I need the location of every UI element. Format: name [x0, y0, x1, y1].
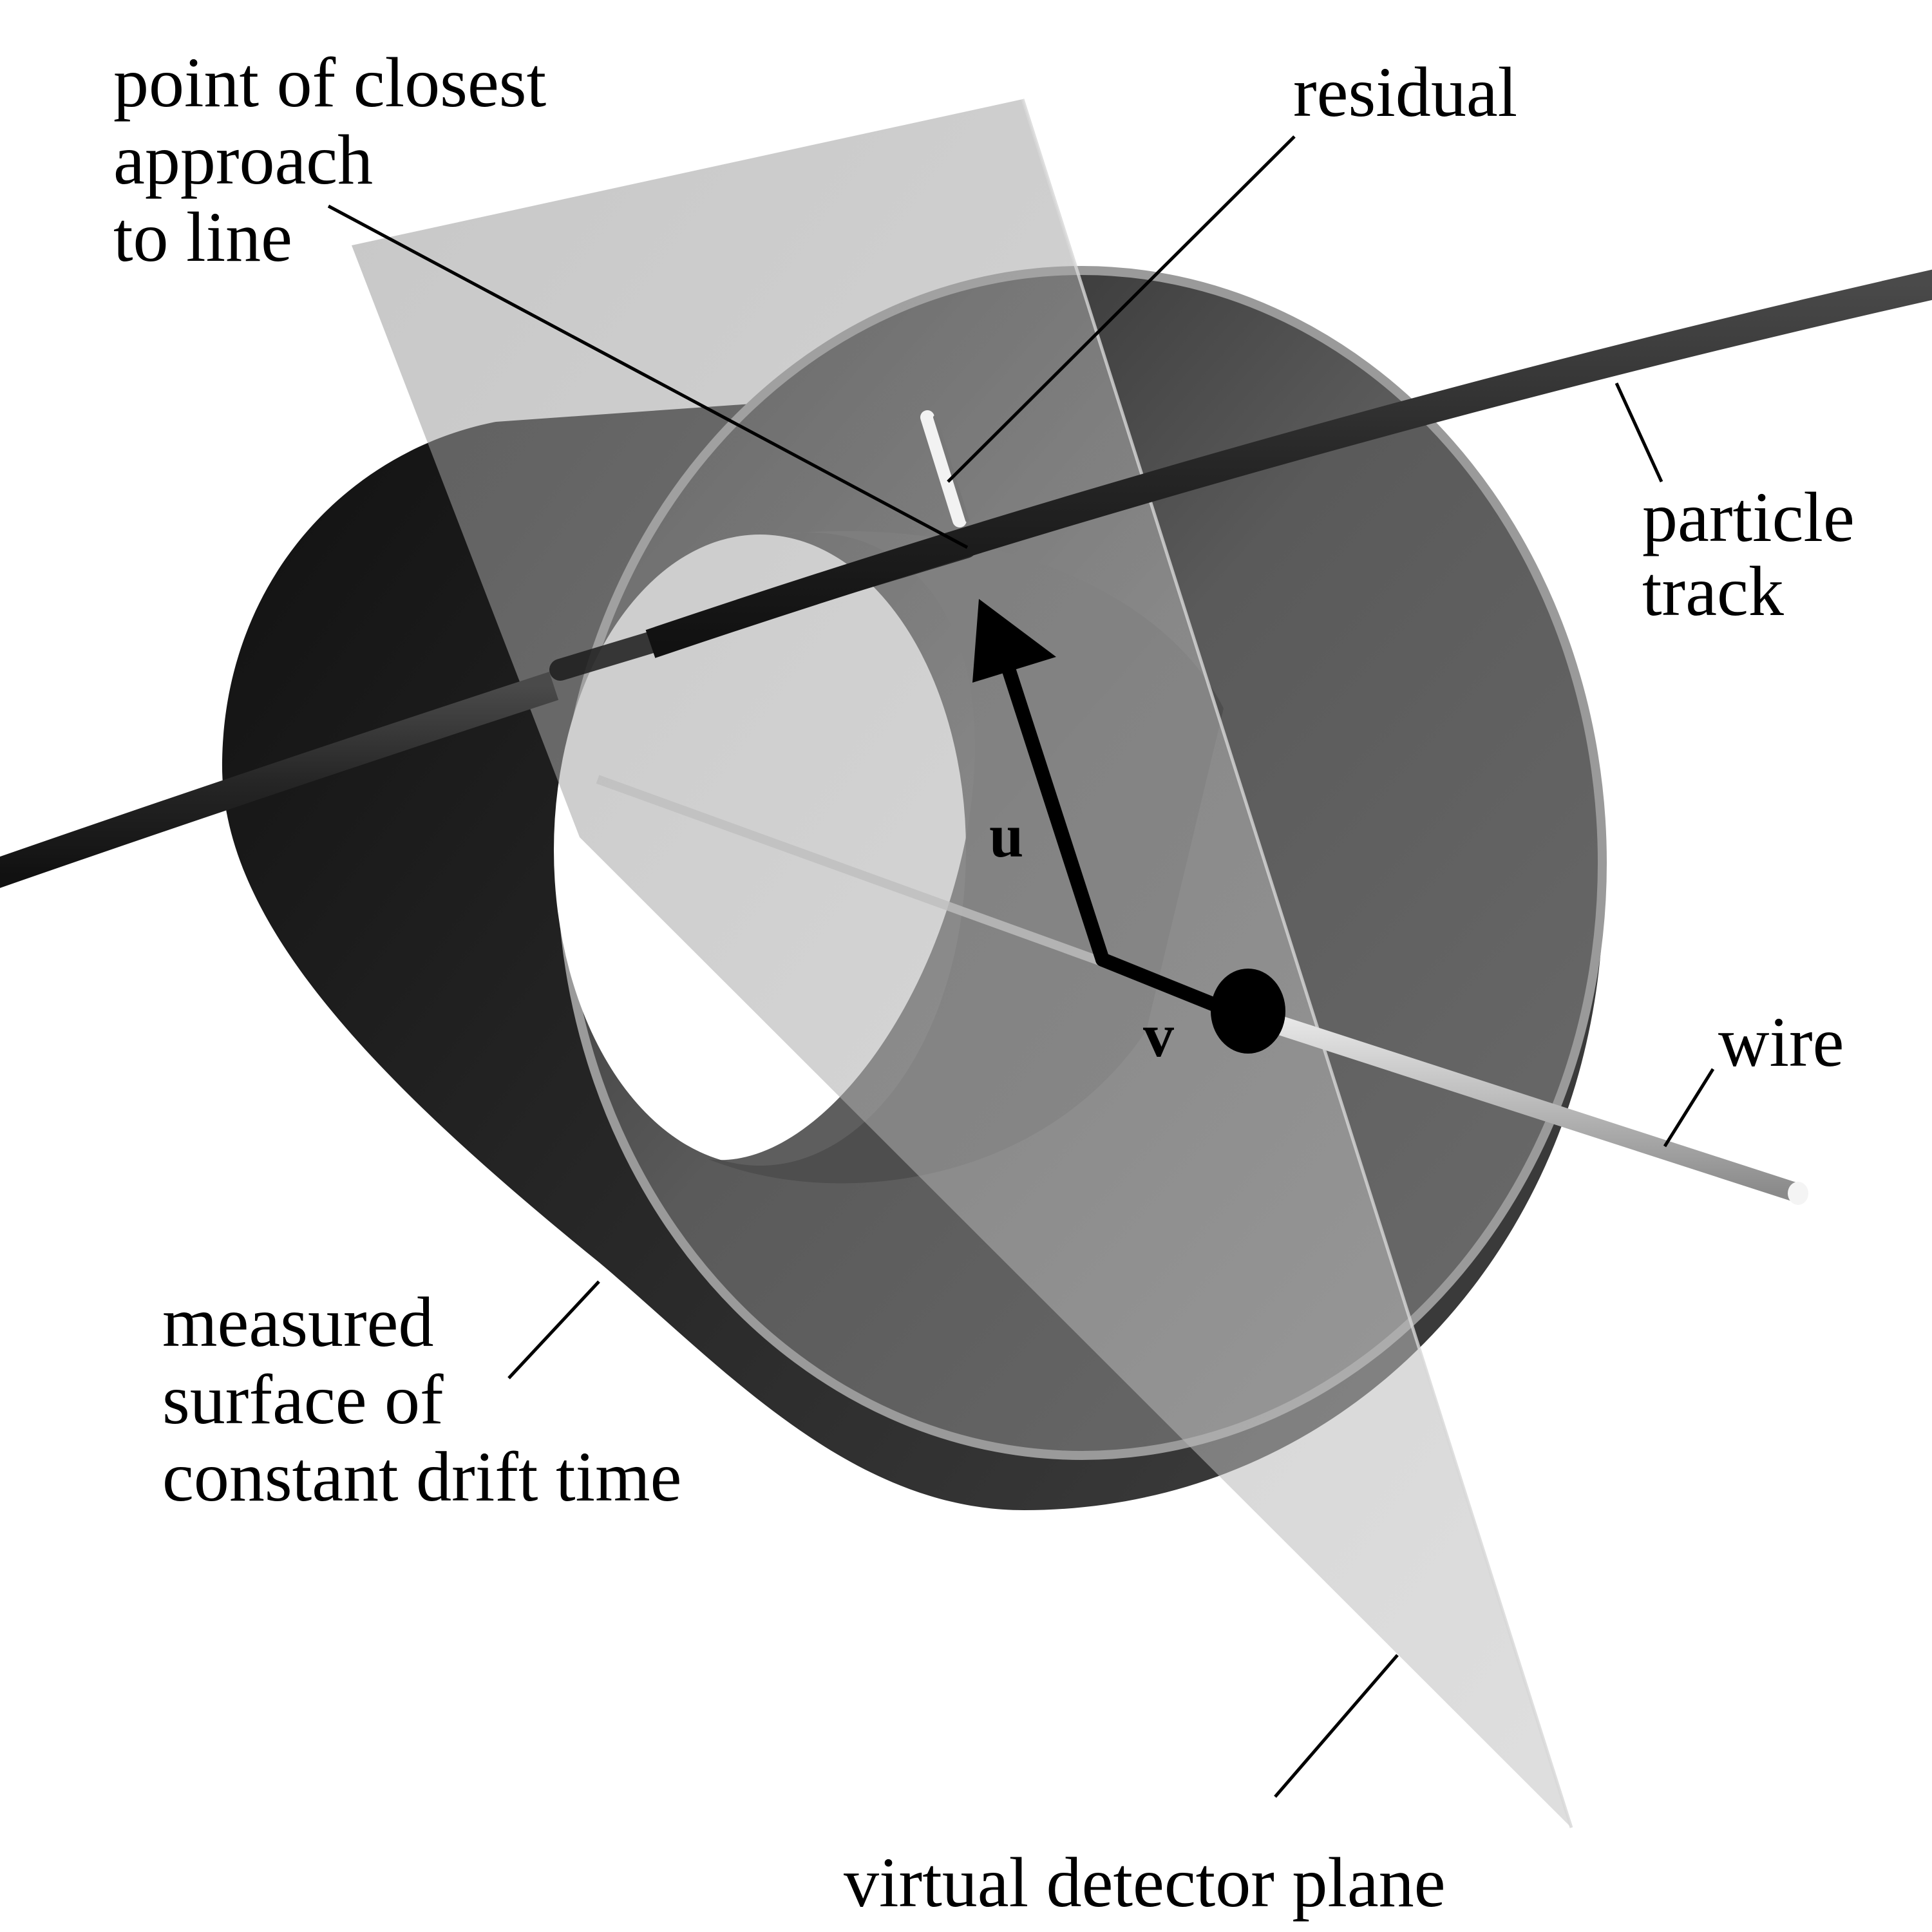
- measurement-point: [1211, 969, 1285, 1054]
- u-vector-label: u: [989, 801, 1023, 870]
- particle-track: [0, 672, 559, 888]
- plane-edge-highlight: [1021, 99, 1573, 1828]
- virtual-detector-plane: [352, 99, 1571, 1828]
- wire: [1246, 1008, 1806, 1202]
- residual-label: residual: [1293, 53, 1517, 131]
- wire-label: wire: [1718, 1003, 1844, 1081]
- v-vector-label: v: [1143, 1001, 1174, 1070]
- detector-plane-leader: [1274, 1654, 1399, 1798]
- measured-surface-leader: [507, 1280, 600, 1379]
- u-vector: [998, 650, 1110, 967]
- measured-surface-label: measured surface of constant drift time: [162, 1283, 681, 1516]
- particle-track-leader: [1615, 382, 1663, 483]
- closest-approach-label: point of closest approach to line: [113, 43, 564, 276]
- residual-segment-shade: [933, 415, 969, 522]
- particle-track-front: [645, 269, 1932, 658]
- detector-plane-label: virtual detector plane: [844, 1843, 1446, 1922]
- residual-leader: [947, 135, 1296, 483]
- u-vector-arrowhead: [972, 599, 1056, 683]
- wire-end-cap: [1788, 1182, 1808, 1205]
- closest-approach-leader: [327, 204, 969, 549]
- wire-leader: [1663, 1068, 1715, 1148]
- residual-segment: [920, 410, 967, 527]
- particle-track-label: particle track: [1642, 478, 1872, 630]
